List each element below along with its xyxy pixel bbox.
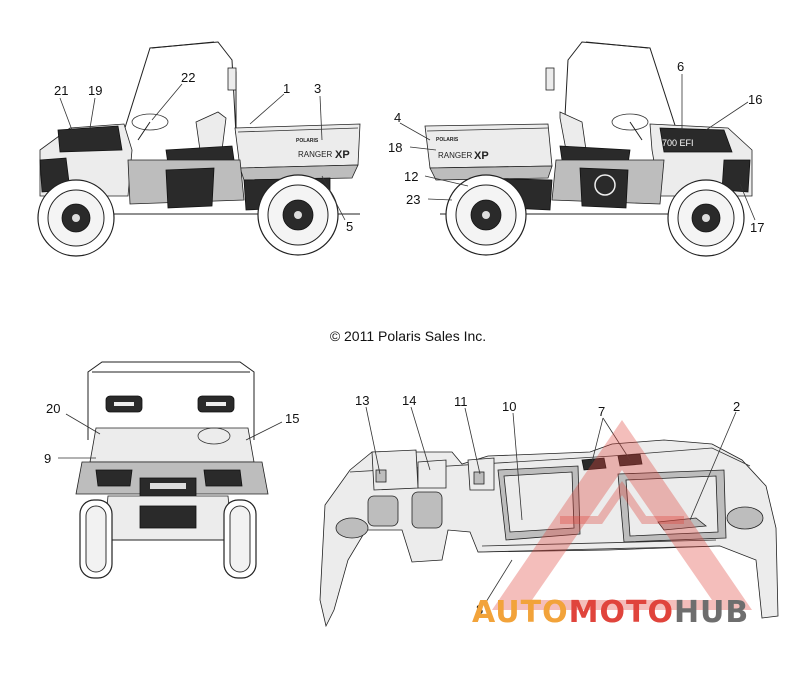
front-view-left-tire (79, 499, 113, 579)
callout-23: 23 (406, 192, 420, 207)
watermark-moto: MOTO (569, 595, 674, 630)
callout-12: 12 (404, 169, 418, 184)
callout-17: 17 (750, 220, 764, 235)
vehicle-front-view (75, 361, 269, 579)
copyright-text: © 2011 Polaris Sales Inc. (330, 328, 486, 344)
callout-3: 3 (314, 81, 321, 96)
callout-20: 20 (46, 401, 60, 416)
callout-15: 15 (285, 411, 299, 426)
callout-8: 8 (476, 602, 483, 617)
rear-wheel-right-view (445, 174, 527, 256)
front-view-right-tire (223, 499, 257, 579)
callout-13: 13 (355, 393, 369, 408)
callout-6: 6 (677, 59, 684, 74)
callout-7: 7 (598, 404, 605, 419)
automotohub-watermark: AUTOMOTOHUB (472, 420, 752, 630)
bed-model-suffix-left: XP (335, 149, 350, 161)
rear-wheel-left-view (257, 174, 339, 256)
callout-4: 4 (394, 110, 401, 125)
callout-18: 18 (388, 140, 402, 155)
leader-lines (58, 74, 756, 603)
callout-10: 10 (502, 399, 516, 414)
bed-brand-decal-right: POLARIS (436, 137, 459, 143)
watermark-triangle-logo (492, 420, 752, 610)
front-wheel-right-view (667, 179, 745, 257)
callout-1: 1 (283, 81, 290, 96)
front-wheel-left-view (37, 179, 115, 257)
watermark-hub: HUB (674, 595, 749, 630)
callout-2: 2 (733, 399, 740, 414)
callout-11: 11 (454, 394, 468, 409)
callout-16: 16 (748, 92, 762, 107)
callout-numbers: 21 19 22 1 3 5 4 18 12 23 6 16 17 20 9 1… (44, 59, 764, 617)
callout-21: 21 (54, 83, 68, 98)
callout-5: 5 (346, 219, 353, 234)
svg-text:AUTOMOTOHUB: AUTOMOTOHUB (472, 595, 749, 630)
bed-model-suffix-right: XP (474, 150, 489, 162)
watermark-auto: AUTO (472, 595, 569, 630)
dash-panel-view (319, 439, 779, 628)
callout-9: 9 (44, 451, 51, 466)
bed-brand-decal-left: POLARIS (296, 138, 319, 144)
vehicle-left-side-view: POLARIS RANGER XP (37, 41, 361, 257)
bed-model-decal-right: RANGER (438, 151, 472, 160)
vehicle-right-side-view: POLARIS RANGER XP 700 EFI (424, 41, 753, 257)
callout-19: 19 (88, 83, 102, 98)
hood-displacement-decal: 700 EFI (662, 138, 694, 148)
bed-model-decal-left: RANGER (298, 150, 332, 159)
callout-14: 14 (402, 393, 416, 408)
callout-22: 22 (181, 70, 195, 85)
